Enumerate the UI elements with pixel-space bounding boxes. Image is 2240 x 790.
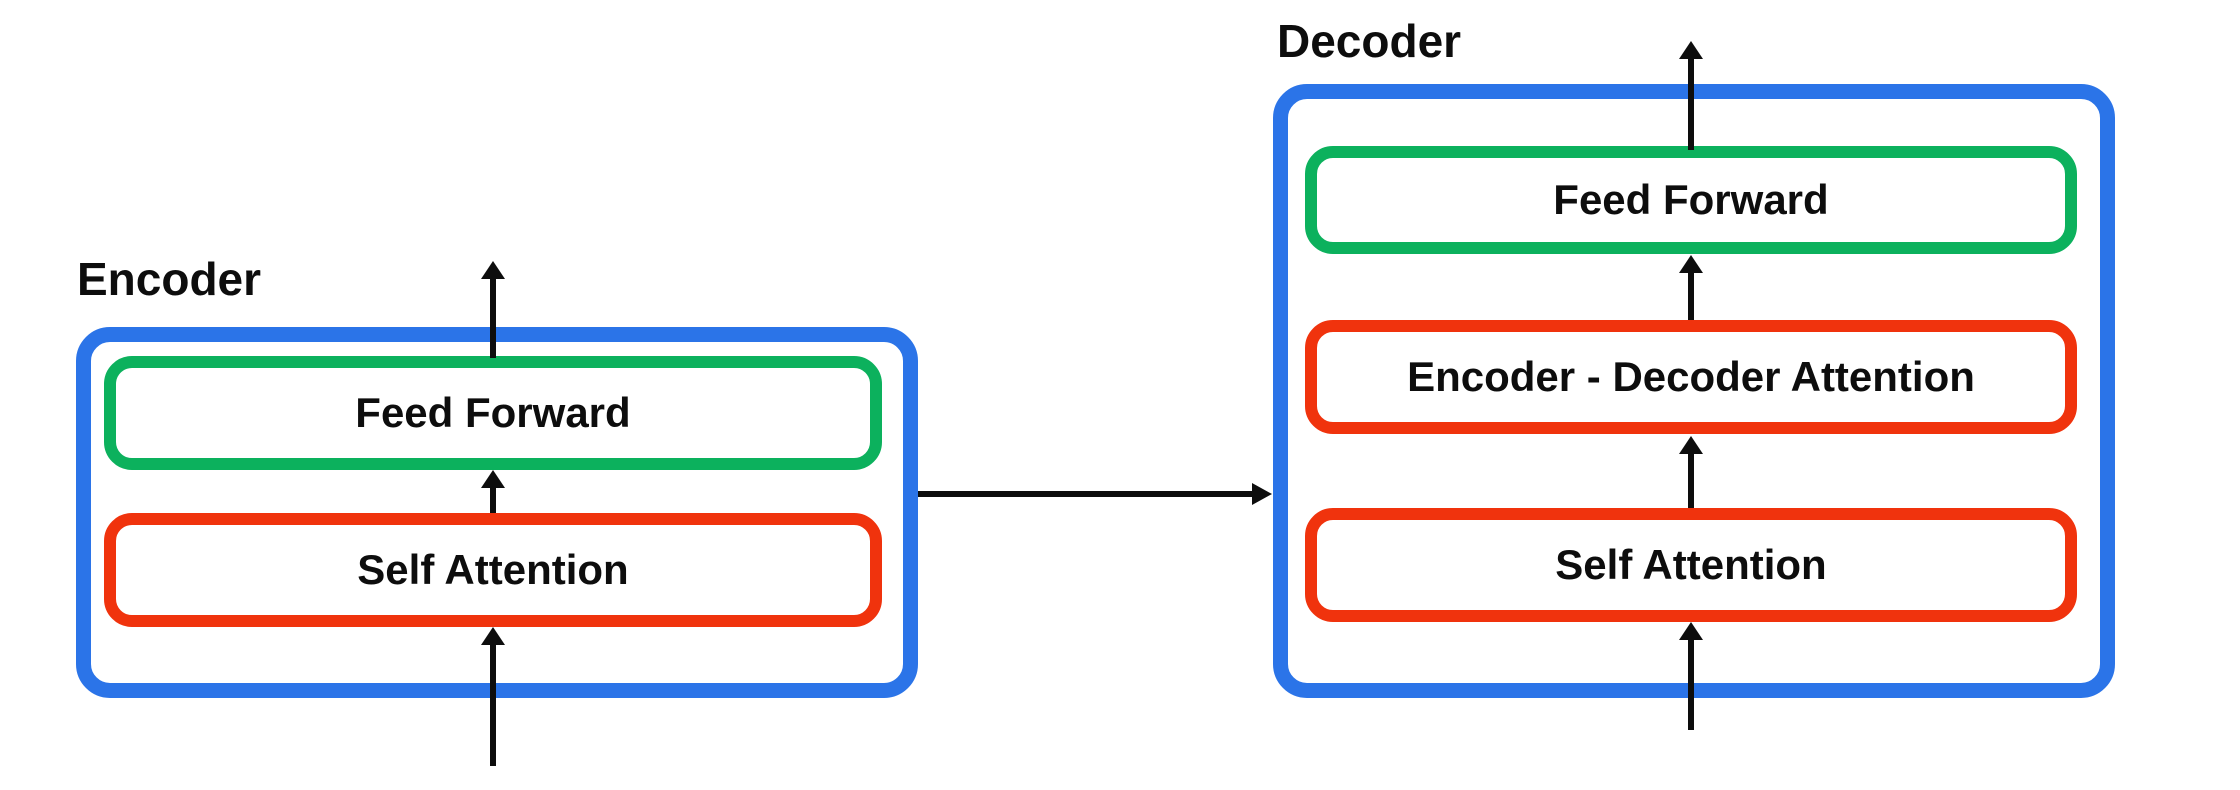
arrow-head [481,470,505,488]
decoder-encoder-decoder-attention-label: Encoder - Decoder Attention [1407,353,1975,400]
encoder-section-label: Encoder [77,253,262,305]
arrow-line [1688,269,1694,320]
encoder-feed-forward-block: Feed Forward [104,356,882,470]
decoder-encoder-decoder-attention-block: Encoder - Decoder Attention [1305,320,2077,434]
encoder-self-attention-label: Self Attention [357,546,629,593]
decoder-feed-forward-block: Feed Forward [1305,146,2077,254]
encoder-feed-forward-label: Feed Forward [355,389,631,436]
encoder-self-attention-block: Self Attention [104,513,882,627]
arrow-head [1679,622,1703,640]
arrow-head [1252,483,1272,505]
arrow-head [481,261,505,279]
arrow-line [490,641,496,766]
arrow-head [481,627,505,645]
decoder-self-attention-block: Self Attention [1305,508,2077,622]
arrow-head [1679,436,1703,454]
arrow-line [1688,450,1694,508]
decoder-feed-forward-label: Feed Forward [1553,176,1829,223]
arrow-line [1688,636,1694,730]
arrow-line [918,491,1254,497]
decoder-self-attention-label: Self Attention [1555,541,1827,588]
arrow-line [490,275,496,358]
arrow-line [1688,55,1694,150]
decoder-section-label: Decoder [1277,15,1462,67]
arrow-line [490,484,496,513]
arrow-head [1679,41,1703,59]
arrow-head [1679,255,1703,273]
